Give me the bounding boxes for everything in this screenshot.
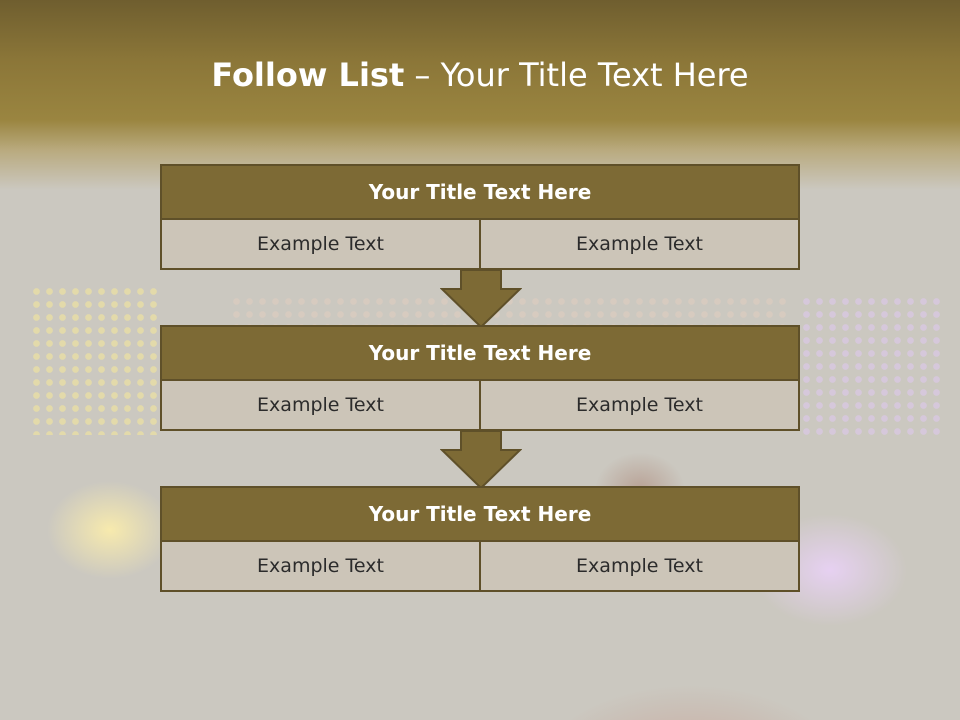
step-title-2[interactable]: Your Title Text Here bbox=[160, 325, 800, 381]
decorative-light-dots-left bbox=[30, 285, 160, 435]
step-row-3: Example Text Example Text bbox=[160, 542, 800, 592]
step-box-1: Your Title Text Here Example Text Exampl… bbox=[160, 164, 800, 270]
header-band bbox=[0, 0, 960, 190]
step-2-cell-left[interactable]: Example Text bbox=[162, 381, 479, 429]
step-1-cell-left[interactable]: Example Text bbox=[162, 220, 479, 268]
slide-title-bold: Follow List bbox=[211, 56, 405, 94]
step-box-2: Your Title Text Here Example Text Exampl… bbox=[160, 325, 800, 431]
down-arrow-icon bbox=[440, 269, 522, 329]
step-3-cell-left[interactable]: Example Text bbox=[162, 542, 479, 590]
step-title-1[interactable]: Your Title Text Here bbox=[160, 164, 800, 220]
slide-title: Follow List – Your Title Text Here bbox=[0, 56, 960, 94]
slide-title-rest: – Your Title Text Here bbox=[404, 56, 749, 94]
step-1-cell-right[interactable]: Example Text bbox=[479, 220, 798, 268]
down-arrow-icon bbox=[440, 430, 522, 490]
step-row-1: Example Text Example Text bbox=[160, 220, 800, 270]
step-2-cell-right[interactable]: Example Text bbox=[479, 381, 798, 429]
step-title-3[interactable]: Your Title Text Here bbox=[160, 486, 800, 542]
step-row-2: Example Text Example Text bbox=[160, 381, 800, 431]
decorative-light-dots-right bbox=[800, 295, 940, 435]
step-3-cell-right[interactable]: Example Text bbox=[479, 542, 798, 590]
step-box-3: Your Title Text Here Example Text Exampl… bbox=[160, 486, 800, 592]
